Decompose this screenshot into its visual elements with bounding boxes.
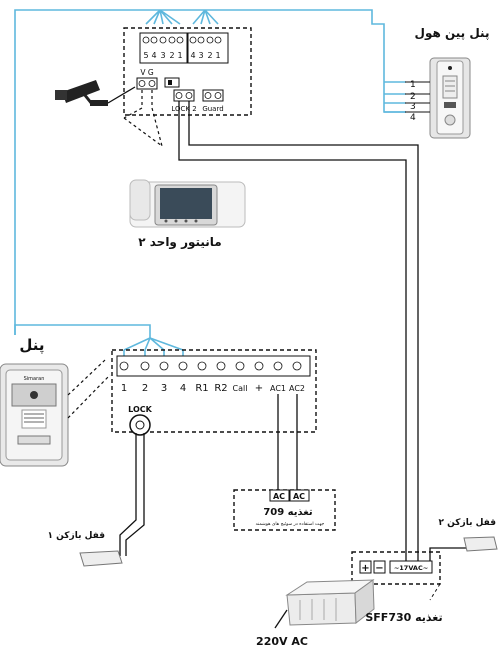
monitor-terminal-block: 5 4 3 2 1 4 3 2 1 V G LOCK 2 Guard: [123, 27, 252, 116]
vg-label: V G: [140, 68, 154, 77]
door-panel-brand: Simaran: [24, 376, 45, 382]
psu730-input: 220V AC: [256, 635, 308, 648]
main-label-4: 4: [180, 383, 186, 394]
term-label-5: 5: [143, 51, 148, 60]
door-panel-title: پنل: [19, 336, 44, 355]
lock1-label: LOCK: [128, 405, 152, 414]
psu-709: AC AC 709 تغذیه جهت استفاده در سوئیچ های…: [233, 489, 336, 531]
main-label-1: 1: [121, 383, 127, 394]
main-label-call: Call: [233, 384, 248, 393]
main-terminal-block: 1 2 3 4 R1 R2 Call + AC1 AC2: [111, 349, 317, 433]
camera-wires: [123, 90, 163, 147]
term-label-4: 4: [151, 51, 156, 60]
term-label-3b: 3: [198, 51, 203, 60]
psu709-ac2: AC: [293, 492, 305, 501]
ac-wires: [277, 394, 298, 490]
term-label-1b: 1: [215, 51, 220, 60]
main-label-plus: +: [255, 383, 263, 394]
term-label-2b: 2: [207, 51, 212, 60]
door-panel: پنل Simaran: [0, 336, 111, 467]
term-label-4b: 4: [190, 51, 195, 60]
monitor-unit-caption: مانیتور واحد ۲: [138, 235, 222, 250]
psu730-vac: ~17VAC~: [394, 564, 428, 572]
lock1: LOCK قفل بازکن ۱: [48, 405, 153, 567]
pinhole-panel: پنل پین هول 1 2 3 4: [405, 26, 490, 139]
lock1-caption: قفل بازکن ۱: [48, 531, 106, 541]
panel-pin-3: 3: [410, 102, 416, 112]
main-label-r1: R1: [195, 383, 208, 394]
term-label-3: 3: [160, 51, 165, 60]
lock2: قفل بازکن ۲: [429, 518, 498, 569]
monitor-unit-icon: [129, 179, 246, 228]
panel-pin-2: 2: [410, 92, 416, 102]
pinhole-panel-title: پنل پین هول: [415, 26, 490, 41]
psu709-title: 709 تغذیه: [263, 507, 313, 518]
psu709-note: جهت استفاده در سوئیچ های هوشمند: [256, 522, 325, 527]
term-label-1: 1: [177, 51, 182, 60]
psu709-ac1: AC: [273, 492, 285, 501]
main-label-ac1: AC1: [270, 384, 286, 393]
psu730-minus: −: [375, 563, 383, 574]
lock2-wires: [178, 101, 419, 569]
term-label-2: 2: [169, 51, 174, 60]
blue-bus-wires: [14, 9, 406, 356]
main-label-3: 3: [161, 383, 167, 394]
panel-pin-4: 4: [410, 113, 416, 123]
psu730-plus: +: [361, 563, 369, 574]
psu-730: + − ~17VAC~ SFF730 تغذیه 220V AC: [256, 551, 443, 648]
main-label-r2: R2: [214, 383, 227, 394]
psu730-title: SFF730 تغذیه: [365, 611, 442, 624]
panel-pin-1: 1: [410, 80, 416, 90]
main-label-2: 2: [142, 383, 148, 394]
guard-term-label: Guard: [202, 105, 223, 113]
main-label-ac2: AC2: [289, 384, 305, 393]
lock2-caption: قفل بازکن ۲: [439, 518, 497, 528]
lock2-term-label: LOCK 2: [171, 105, 196, 113]
cctv-camera-icon: [55, 80, 136, 106]
